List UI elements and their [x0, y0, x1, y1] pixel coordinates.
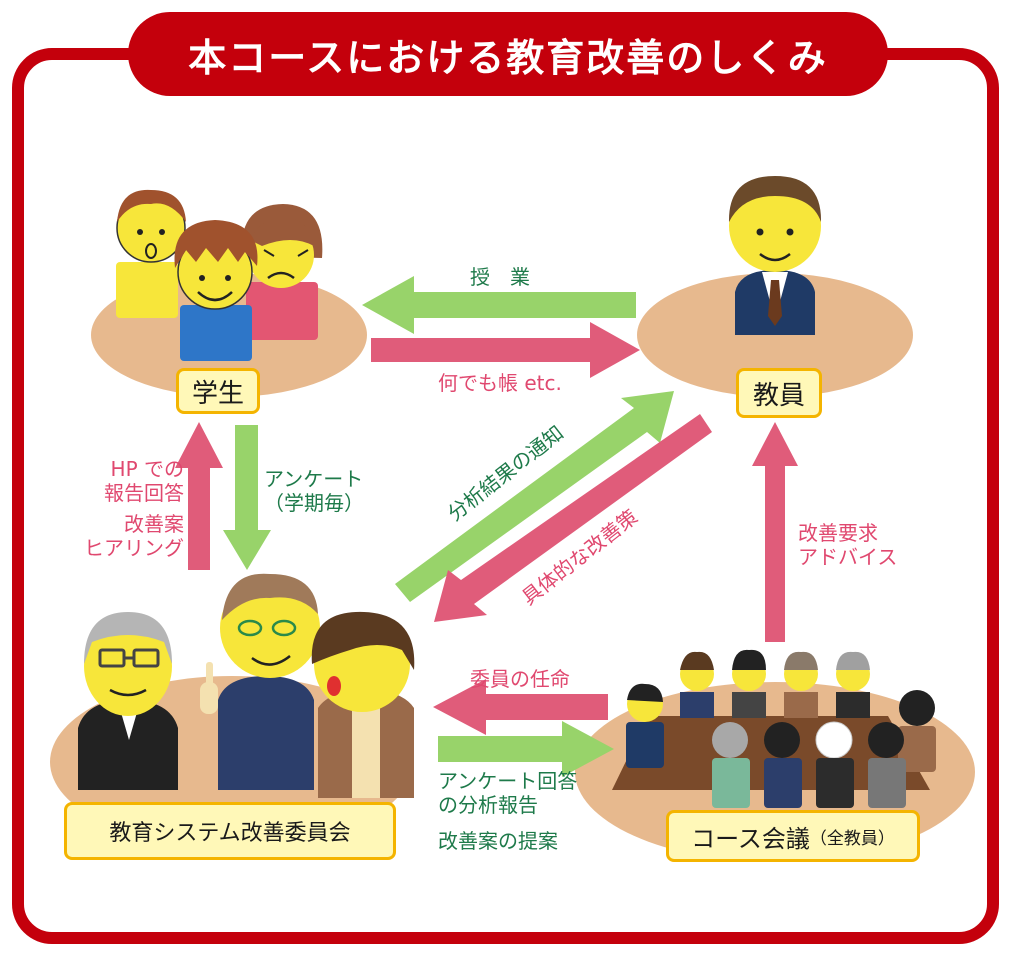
label-hp-report: HP での 報告回答	[74, 457, 184, 505]
label-survey-report: アンケート回答 の分析報告	[438, 769, 578, 817]
meeting-illustration	[612, 649, 936, 808]
faculty-illustration	[728, 176, 822, 335]
meeting-label-note: （全教員）	[809, 828, 895, 849]
arrow-request	[752, 422, 798, 642]
label-hp-report-line2: 報告回答	[104, 480, 184, 505]
arrow-survey-report	[438, 721, 614, 777]
arrow-appointment	[433, 679, 608, 735]
committee-illustration	[78, 573, 415, 798]
arrow-concrete-measures	[434, 414, 712, 622]
label-proposal: 改善案の提案	[438, 829, 558, 853]
label-survey-report-line2: の分析報告	[438, 792, 538, 817]
label-hp-report-line1: HP での	[110, 457, 184, 481]
label-hearing-line2: ヒアリング	[84, 535, 184, 560]
arrow-hp-report	[175, 422, 223, 570]
meeting-label: コース会議（全教員）	[666, 810, 920, 862]
label-request-line1: 改善要求	[798, 521, 878, 545]
meeting-label-main: コース会議	[691, 824, 810, 853]
label-survey-line2: （学期毎）	[264, 490, 364, 515]
label-hearing-line1: 改善案	[124, 512, 184, 536]
label-appointment: 委員の任命	[470, 667, 570, 691]
committee-label: 教育システム改善委員会	[64, 802, 396, 860]
label-request: 改善要求 アドバイス	[798, 521, 898, 569]
arrow-notebook	[371, 322, 640, 378]
label-survey-report-line1: アンケート回答	[438, 769, 578, 793]
students-label: 学生	[176, 368, 260, 414]
label-hearing: 改善案 ヒアリング	[64, 512, 184, 560]
page-title: 本コースにおける教育改善のしくみ	[128, 12, 888, 96]
arrow-analysis-notice	[395, 391, 674, 602]
faculty-label: 教員	[736, 368, 822, 418]
arrow-lecture	[362, 276, 636, 334]
label-survey: アンケート （学期毎）	[264, 467, 364, 515]
label-notebook: 何でも帳 etc.	[438, 371, 562, 395]
arrow-survey	[223, 425, 271, 570]
label-request-line2: アドバイス	[798, 544, 898, 569]
label-lecture: 授 業	[470, 265, 530, 289]
label-survey-line1: アンケート	[264, 467, 364, 491]
students-illustration	[116, 189, 323, 361]
